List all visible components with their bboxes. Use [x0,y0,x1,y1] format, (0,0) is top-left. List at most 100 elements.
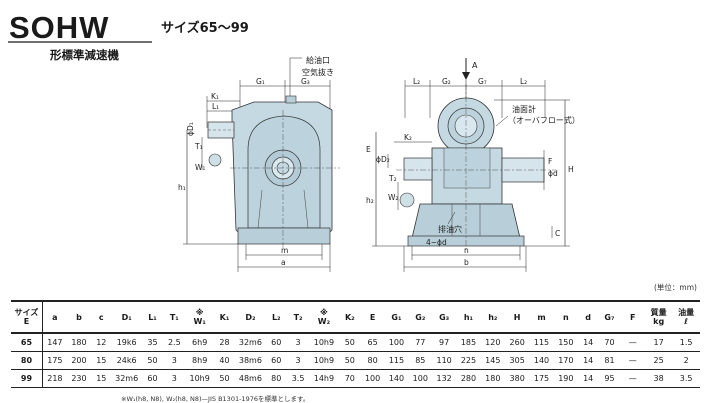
table-cell: 280 [456,369,481,388]
label-F: F [548,157,552,166]
table-cell: 50 [338,333,361,352]
table-cell: 15 [91,351,112,370]
table-cell: 175 [529,369,554,388]
header-bottom-text: ℓ [684,317,689,326]
table-cell: 80 [360,351,385,370]
table-cell: 10h9 [185,369,214,388]
label-D1: ϕD₁ [186,122,195,136]
table-cell: 140 [384,369,409,388]
header-bottom-text: W₁ [193,317,206,326]
label-H: H [568,165,574,174]
table-cell: — [620,351,645,370]
label-D2: ϕD₂ [376,155,390,164]
table-header-cell: K₁ [213,300,236,334]
header-top-text: b [76,312,82,322]
table-cell: 3.5 [672,369,700,388]
table-header-cell: h₁ [456,300,481,334]
table-cell: 70 [598,333,621,352]
table-cell: 14 [578,369,599,388]
header-top-text: K₂ [344,312,355,322]
table-cell: 32m6 [235,333,266,352]
label-K2: K₂ [404,133,412,142]
header-top-text: 質量 [650,308,667,317]
table-cell: 305 [504,351,530,370]
table-cell: 145 [480,351,505,370]
header-top-text: G₂ [415,312,426,322]
table-cell: 100 [408,369,432,388]
table-cell: 1.5 [672,333,700,352]
table-cell: 175 [42,351,67,370]
table-header-cell: D₁ [111,300,142,334]
header-top-text: T₁ [169,312,179,322]
header-top-text: G₁ [391,312,402,322]
table-header-cell: G₃ [431,300,457,334]
table-cell: 3 [163,351,186,370]
header-top-text: G₇ [604,312,615,322]
table-cell: 110 [431,351,457,370]
table-cell: 147 [42,333,67,352]
table-header-cell: K₂ [338,300,361,334]
header-top-text: E [369,312,376,322]
table-cell: 3.5 [286,369,310,388]
table-cell: 3 [286,351,310,370]
label-m: m [281,246,288,255]
table-cell: 35 [141,333,164,352]
label-arrow-a: A [472,61,478,70]
table-cell: 17 [644,333,673,352]
header-top-text: d [585,312,592,322]
header-top-text: h₁ [463,312,474,322]
table-cell: — [620,369,645,388]
table-cell: 200 [66,351,92,370]
table-cell: 3 [163,369,186,388]
table-cell: 81 [598,351,621,370]
label-W1: W₁ [195,163,205,172]
table-cell: 24k6 [111,351,142,370]
table-header-cell: ※W₂ [309,300,339,334]
size-label: サイズ65～99 [161,21,249,36]
label-W2: W₂ [388,193,398,202]
row-size-cell: 80 [11,351,43,370]
table-cell: 38 [644,369,673,388]
table-cell: 80 [265,369,287,388]
header-top-text: T₂ [293,312,303,322]
table-header-cell: G₁ [384,300,409,334]
label-d-shaft: ϕd [548,169,558,178]
page-subtitle: 形標準減速機 [50,48,119,62]
table-cell: 60 [265,333,287,352]
table-cell: 15 [91,369,112,388]
table-header-cell: E [360,300,385,334]
header-top-text: h₂ [488,312,498,322]
table-header-cell: T₁ [163,300,186,334]
table-cell: 3 [286,333,310,352]
table-cell: 2.5 [163,333,186,352]
table-cell: 50 [141,351,164,370]
table-cell: 14 [578,333,599,352]
label-T1: T₁ [194,142,203,151]
table-header-cell: b [66,300,92,334]
label-air-vent: 空気抜き [302,67,334,77]
table-cell: 32m6 [111,369,142,388]
table-cell: 100 [384,333,409,352]
table-header-cell: L₂ [265,300,287,334]
table-cell: 132 [431,369,457,388]
table-cell: 170 [553,351,579,370]
header-bottom-text: E [23,317,30,326]
side-view: 給油口 空気抜き G₁ G₃ K₁ L₁ ϕD₁ T₁ W₁ h₁ m a [178,55,340,272]
label-G3: G₃ [301,77,310,86]
label-oil-gauge: 油面計 [512,104,536,114]
table-cell: 12 [91,333,112,352]
table-cell: 230 [66,369,92,388]
table-cell: 218 [42,369,67,388]
table-cell: 70 [338,369,361,388]
header-top-text: K₁ [219,312,230,322]
front-view: A L₂ G₂ G₇ L₂ 油面計 （オーバフロー式） K₂ E ϕD₂ T₂ … [366,58,580,272]
header-top-text: ※ [195,308,204,317]
table-cell: 48m6 [235,369,266,388]
header-top-text: L₂ [271,312,281,322]
table-cell: 97 [431,333,457,352]
table-cell: 60 [141,369,164,388]
table-cell: 19k6 [111,333,142,352]
